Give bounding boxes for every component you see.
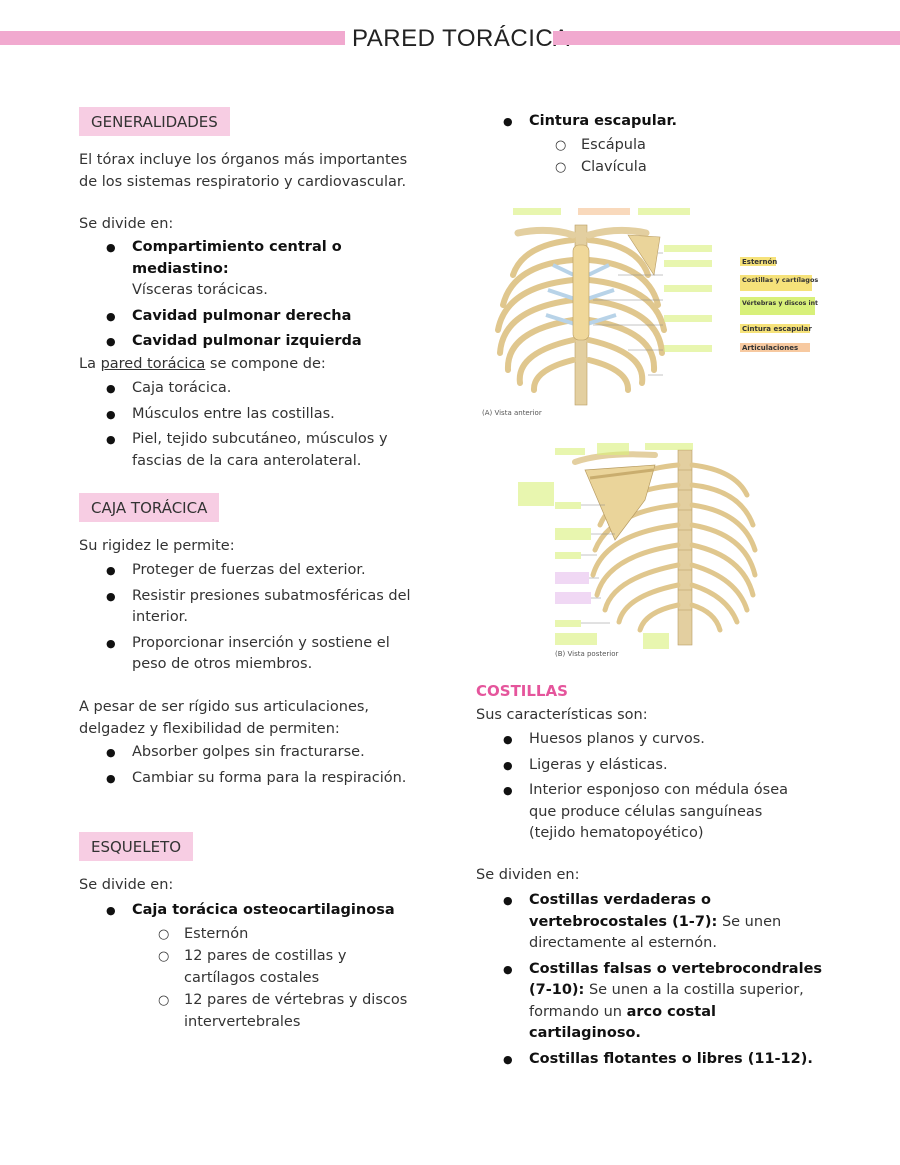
clavicle bbox=[572, 451, 658, 465]
sublist-item: 12 pares de vértebras y discos intervert… bbox=[158, 990, 421, 1033]
list-item: Compartimiento central o mediastino: Vís… bbox=[106, 237, 421, 302]
list-item-bold: Compartimiento central o mediastino: bbox=[132, 239, 342, 277]
page-title: PARED TORÁCICA bbox=[352, 25, 570, 52]
sternum bbox=[572, 244, 590, 341]
list-item: Cavidad pulmonar izquierda bbox=[106, 331, 421, 353]
sublist-item: Escápula bbox=[555, 135, 833, 157]
list-item: Cavidad pulmonar derecha bbox=[106, 306, 421, 328]
list-item-bold: Cintura escapular. bbox=[529, 113, 678, 129]
list-item: Piel, tejido subcutáneo, músculos y fasc… bbox=[106, 429, 421, 472]
cintura-sublist: Escápula Clavícula bbox=[555, 135, 833, 179]
scapula-spine bbox=[589, 468, 654, 480]
rib-cage-posterior-figure: (B) Vista posterior bbox=[515, 440, 760, 660]
caja-pesar: A pesar de ser rígido sus articulaciones… bbox=[79, 699, 370, 737]
list-item: Caja torácica osteocartilaginosa Esternó… bbox=[106, 900, 421, 1033]
spine bbox=[677, 449, 693, 646]
clavicle-right bbox=[585, 226, 650, 239]
pared-prefix: La bbox=[79, 356, 101, 372]
list-item: Ligeras y elásticas. bbox=[503, 755, 808, 777]
figure-label-boxes bbox=[518, 443, 693, 649]
sublist-item: Clavícula bbox=[555, 157, 833, 179]
list-item-bold: Costillas falsas o vertebrocondrales (7-… bbox=[529, 960, 823, 999]
costillas-divide: Se dividen en: bbox=[476, 867, 580, 883]
list-item: Costillas flotantes o libres (11-12). bbox=[503, 1049, 828, 1071]
costillas-intro: Sus características son: bbox=[476, 707, 648, 723]
esqueleto-sublist: Esternón 12 pares de costillas y cartíla… bbox=[158, 924, 421, 1034]
list-item: Cintura escapular. Escápula Clavícula bbox=[503, 111, 833, 179]
list-item: Proteger de fuerzas del exterior. bbox=[106, 560, 421, 582]
leader-lines bbox=[581, 504, 615, 624]
legend-cintura: Cintura escapular bbox=[742, 325, 812, 333]
list-item: Músculos entre las costillas. bbox=[106, 404, 421, 426]
ribs bbox=[495, 237, 667, 393]
leader-lines bbox=[593, 252, 663, 376]
section-label-generalidades: GENERALIDADES bbox=[79, 107, 230, 136]
list-item: Cambiar su forma para la respiración. bbox=[106, 768, 421, 790]
pared-link: pared torácica bbox=[100, 356, 206, 372]
generalidades-intro: El tórax incluye los órganos más importa… bbox=[79, 152, 408, 190]
figure-label-boxes bbox=[513, 208, 712, 352]
figure-legend: Esternón Costillas y cartílagos costales… bbox=[740, 257, 818, 352]
caja-list-2: Absorber golpes sin fracturarse. Cambiar… bbox=[106, 742, 421, 793]
list-item-bold: Cavidad pulmonar derecha bbox=[132, 307, 352, 324]
figure-caption: (A) Vista anterior bbox=[482, 409, 542, 417]
list-item-text: Vísceras torácicas. bbox=[132, 282, 268, 298]
scapula bbox=[627, 234, 661, 276]
list-item: Resistir presiones subatmosféricas del i… bbox=[106, 586, 421, 629]
caja-rigidez: Su rigidez le permite: bbox=[79, 538, 235, 554]
list-item: Costillas falsas o vertebrocondrales (7-… bbox=[503, 959, 828, 1045]
list-item-bold: Costillas flotantes o libres (11-12). bbox=[529, 1050, 813, 1067]
cintura-list: Cintura escapular. Escápula Clavícula bbox=[503, 111, 833, 183]
list-item: Caja torácica. bbox=[106, 378, 421, 400]
title-bar: PARED TORÁCICA bbox=[0, 25, 900, 52]
pared-suffix: se compone de: bbox=[205, 356, 326, 372]
legend-vertebras: Vértebras y discos intervertebrales bbox=[742, 299, 818, 307]
costillas-list: Huesos planos y curvos. Ligeras y elásti… bbox=[503, 729, 808, 849]
section-label-esqueleto: ESQUELETO bbox=[79, 832, 194, 861]
list-item-text: Se unen a la costilla superior, formando… bbox=[529, 982, 804, 1020]
figure-caption: (B) Vista posterior bbox=[555, 650, 619, 658]
pared-list: Caja torácica. Músculos entre las costil… bbox=[106, 378, 421, 476]
legend-articulaciones: Articulaciones bbox=[742, 344, 798, 352]
esqueleto-divide: Se divide en: bbox=[79, 877, 174, 893]
sublist-item: 12 pares de costillas y cartílagos costa… bbox=[158, 946, 421, 989]
section-label-caja-toracica: CAJA TORÁCICA bbox=[79, 493, 220, 522]
legend-costillas: Costillas y cartílagos costales bbox=[742, 276, 818, 284]
title-band-left bbox=[0, 31, 345, 45]
esqueleto-list: Caja torácica osteocartilaginosa Esternó… bbox=[106, 900, 421, 1037]
list-item: Absorber golpes sin fracturarse. bbox=[106, 742, 421, 764]
scapula bbox=[584, 464, 656, 541]
list-item-bold: Caja torácica osteocartilaginosa bbox=[132, 902, 395, 918]
list-item-text: Se unen directamente al esternón. bbox=[529, 913, 782, 952]
generalidades-divide: Se divide en: bbox=[79, 216, 174, 232]
list-item: Huesos planos y curvos. bbox=[503, 729, 808, 751]
list-item-bold-2: arco costal cartilaginoso. bbox=[529, 1003, 716, 1042]
list-item-bold: Costillas verdaderas o vertebrocostales … bbox=[529, 892, 718, 930]
vertebra-lines bbox=[678, 469, 692, 611]
list-item: Proporcionar inserción y sostiene el pes… bbox=[106, 633, 421, 676]
clavicle-left bbox=[514, 226, 577, 239]
list-item-bold: Cavidad pulmonar izquierda bbox=[132, 333, 362, 349]
title-band-right bbox=[553, 31, 900, 45]
sublist-item: Esternón bbox=[158, 924, 421, 946]
costillas-types-list: Costillas verdaderas o vertebrocostales … bbox=[503, 890, 828, 1074]
legend-esternon: Esternón bbox=[742, 258, 777, 266]
list-item: Costillas verdaderas o vertebrocostales … bbox=[503, 890, 828, 955]
costillas-heading: COSTILLAS bbox=[476, 682, 568, 700]
caja-list: Proteger de fuerzas del exterior. Resist… bbox=[106, 560, 421, 680]
rib-cage-anterior-figure: Esternón Costillas y cartílagos costales… bbox=[478, 205, 818, 420]
generalidades-list: Compartimiento central o mediastino: Vís… bbox=[106, 237, 421, 357]
pared-intro: La pared torácica se compone de: bbox=[79, 353, 326, 375]
list-item: Interior esponjoso con médula ósea que p… bbox=[503, 780, 808, 845]
